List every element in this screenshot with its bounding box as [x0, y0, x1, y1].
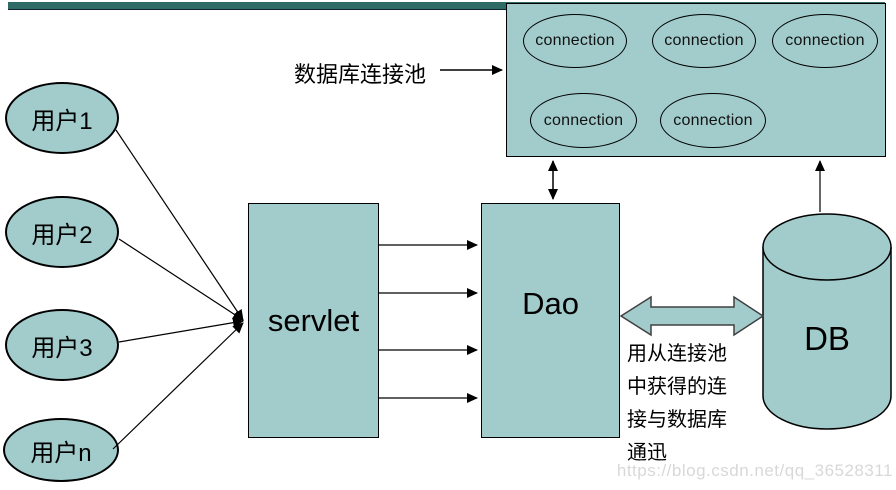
arrow-usern-servlet — [112, 322, 244, 450]
note-text: 用从连接池 中获得的连 接与数据库 通迅 — [627, 338, 767, 470]
servlet-box: servlet — [248, 203, 379, 438]
db-label: DB — [804, 320, 850, 357]
arrow-user1-servlet — [115, 129, 244, 321]
connection-ellipse: connection — [523, 14, 627, 68]
connection-label: connection — [664, 32, 744, 49]
user-label: 用户2 — [31, 221, 93, 249]
connection-label: connection — [543, 111, 624, 129]
servlet-dao-arrows — [379, 240, 478, 403]
note-line: 用从连接池 — [627, 343, 727, 365]
user-label: 用户3 — [31, 334, 93, 362]
user-ellipse-n: 用户n — [3, 418, 119, 482]
arrow-user2-servlet — [118, 238, 244, 321]
note-line: 接与数据库 — [627, 409, 727, 431]
connection-label: connection — [535, 32, 615, 49]
note-line: 通迅 — [627, 442, 667, 464]
connection-ellipse: connection — [772, 14, 878, 68]
pool-label: 数据库连接池 — [294, 62, 427, 87]
user-servlet-arrows — [112, 129, 244, 450]
connection-label: connection — [673, 111, 753, 129]
watermark: https://blog.csdn.net/qq_36528311 — [616, 461, 893, 480]
connection-ellipse: connection — [652, 14, 756, 68]
user-label: 用户1 — [31, 107, 93, 135]
dao-db-block-arrow — [619, 295, 765, 337]
connection-ellipse: connection — [530, 93, 637, 148]
top-divider-bar — [8, 2, 885, 10]
dao-label: Dao — [522, 285, 579, 321]
user-ellipse-3: 用户3 — [5, 309, 119, 381]
connection-label: connection — [785, 32, 865, 49]
arrow-user3-servlet — [118, 317, 244, 343]
dao-box: Dao — [481, 203, 620, 438]
user-ellipse-2: 用户2 — [5, 196, 119, 268]
connection-ellipse: connection — [660, 93, 766, 148]
note-line: 中获得的连 — [627, 376, 727, 398]
user-label: 用户n — [30, 439, 92, 467]
servlet-label: servlet — [267, 302, 360, 338]
user-ellipse-1: 用户1 — [5, 82, 119, 154]
